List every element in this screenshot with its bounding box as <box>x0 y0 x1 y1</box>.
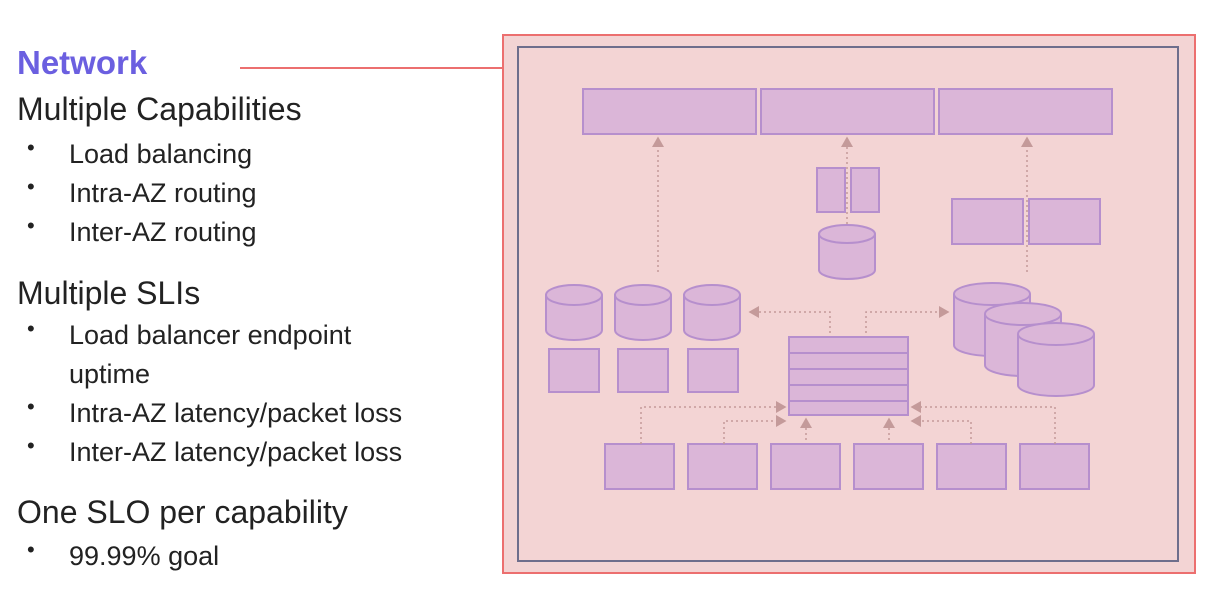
text-panel: Network Multiple Capabilities • Load bal… <box>17 44 403 571</box>
bottom-block-5 <box>936 443 1007 490</box>
slo-heading: One SLO per capability <box>17 494 348 530</box>
capabilities-heading: Multiple Capabilities <box>17 91 302 127</box>
top-bar-block-2 <box>760 88 935 135</box>
left-square-2 <box>617 348 669 393</box>
diagram-frame-inner <box>517 46 1179 562</box>
bottom-block-4 <box>853 443 924 490</box>
bottom-block-3 <box>770 443 841 490</box>
right-block-1 <box>951 198 1024 245</box>
database-center <box>818 224 876 280</box>
database-left-3 <box>683 284 741 341</box>
small-block-1 <box>816 167 846 213</box>
database-left-2 <box>614 284 672 341</box>
top-bar-block-3 <box>938 88 1113 135</box>
connection-arrows <box>640 136 1056 444</box>
left-square-3 <box>687 348 739 393</box>
callout-connector-line <box>240 67 502 69</box>
bottom-block-1 <box>604 443 675 490</box>
database-stack-right-3 <box>1017 322 1095 397</box>
right-block-2 <box>1028 198 1101 245</box>
small-block-2 <box>850 167 880 213</box>
slis-heading: Multiple SLIs <box>17 275 201 311</box>
network-architecture-diagram <box>502 34 1196 574</box>
database-left-1 <box>545 284 603 341</box>
central-switch-stack <box>788 336 909 416</box>
left-square-1 <box>548 348 600 393</box>
bottom-block-6 <box>1019 443 1090 490</box>
network-title: Network <box>17 44 148 81</box>
top-bar-block-1 <box>582 88 757 135</box>
bottom-block-2 <box>687 443 758 490</box>
